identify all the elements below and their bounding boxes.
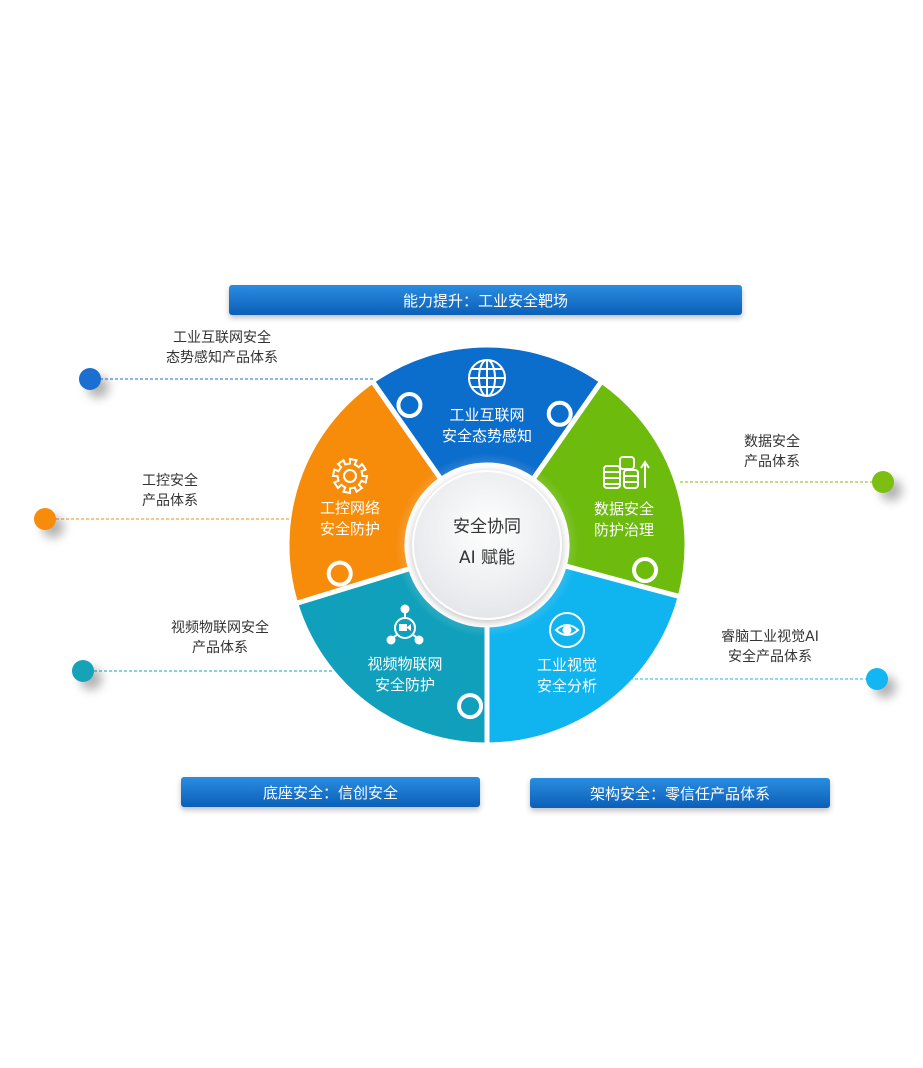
- label-line1: 视频物联网安全: [171, 620, 269, 636]
- segment-4-line1: 工控网络: [320, 499, 380, 517]
- puzzle-knob-1: [632, 557, 659, 584]
- eye-icon: [549, 612, 585, 648]
- label-line1: 工控安全: [142, 473, 198, 489]
- label-industrial-internet: 工业互联网安全态势感知产品体系: [166, 328, 278, 368]
- banner-bottom-right: 架构安全：零信任产品体系: [530, 778, 830, 808]
- label-industrial-vision-ai: 睿脑工业视觉AI 安全产品体系: [721, 627, 819, 667]
- dot-industrial-internet: [79, 368, 101, 390]
- puzzle-knob-3: [326, 560, 353, 587]
- gear-icon: [331, 457, 369, 495]
- segment-1-line1: 数据安全: [594, 500, 654, 518]
- label-video-iot: 视频物联网安全产品体系: [171, 618, 269, 658]
- label-data-security: 数据安全产品体系: [744, 432, 800, 472]
- segment-4-line2: 安全防护: [320, 520, 380, 538]
- label-line2: 产品体系: [744, 454, 800, 470]
- label-ics-security: 工控安全产品体系: [142, 471, 198, 511]
- coins-growth-icon: [603, 456, 650, 489]
- label-line1: 工业互联网安全: [173, 330, 271, 346]
- center-line2: AI 赋能: [459, 548, 515, 568]
- banner-bottom-left: 底座安全：信创安全: [181, 777, 480, 807]
- dot-ics-security: [34, 508, 56, 530]
- center-circle: [412, 470, 562, 620]
- globe-icon: [468, 359, 506, 397]
- segment-2-line1: 工业视觉: [537, 656, 597, 674]
- segment-0-line2: 安全态势感知: [442, 427, 532, 445]
- segment-3-line2: 安全防护: [375, 676, 435, 694]
- puzzle-knob-4: [396, 392, 423, 419]
- segment-1-line2: 防护治理: [594, 521, 654, 539]
- dot-data-security: [872, 471, 894, 493]
- label-line2: 产品体系: [142, 493, 198, 509]
- camera-network-icon: [386, 604, 424, 645]
- segment-0-line1: 工业互联网: [449, 406, 524, 424]
- segment-3-line1: 视频物联网: [367, 655, 442, 673]
- dot-industrial-vision-ai: [866, 668, 888, 690]
- segment-2-line2: 安全分析: [537, 677, 597, 695]
- label-line2: 产品体系: [192, 640, 248, 656]
- label-line2: 安全产品体系: [728, 649, 812, 665]
- label-line1: 数据安全: [744, 434, 800, 450]
- label-line2: 态势感知产品体系: [166, 350, 278, 366]
- dot-video-iot: [72, 660, 94, 682]
- center-line1: 安全协同: [453, 517, 521, 537]
- banner-top: 能力提升：工业安全靶场: [229, 285, 742, 315]
- puzzle-knob-2: [457, 693, 484, 720]
- label-line1: 睿脑工业视觉AI: [721, 629, 819, 645]
- puzzle-knob-0: [546, 400, 573, 427]
